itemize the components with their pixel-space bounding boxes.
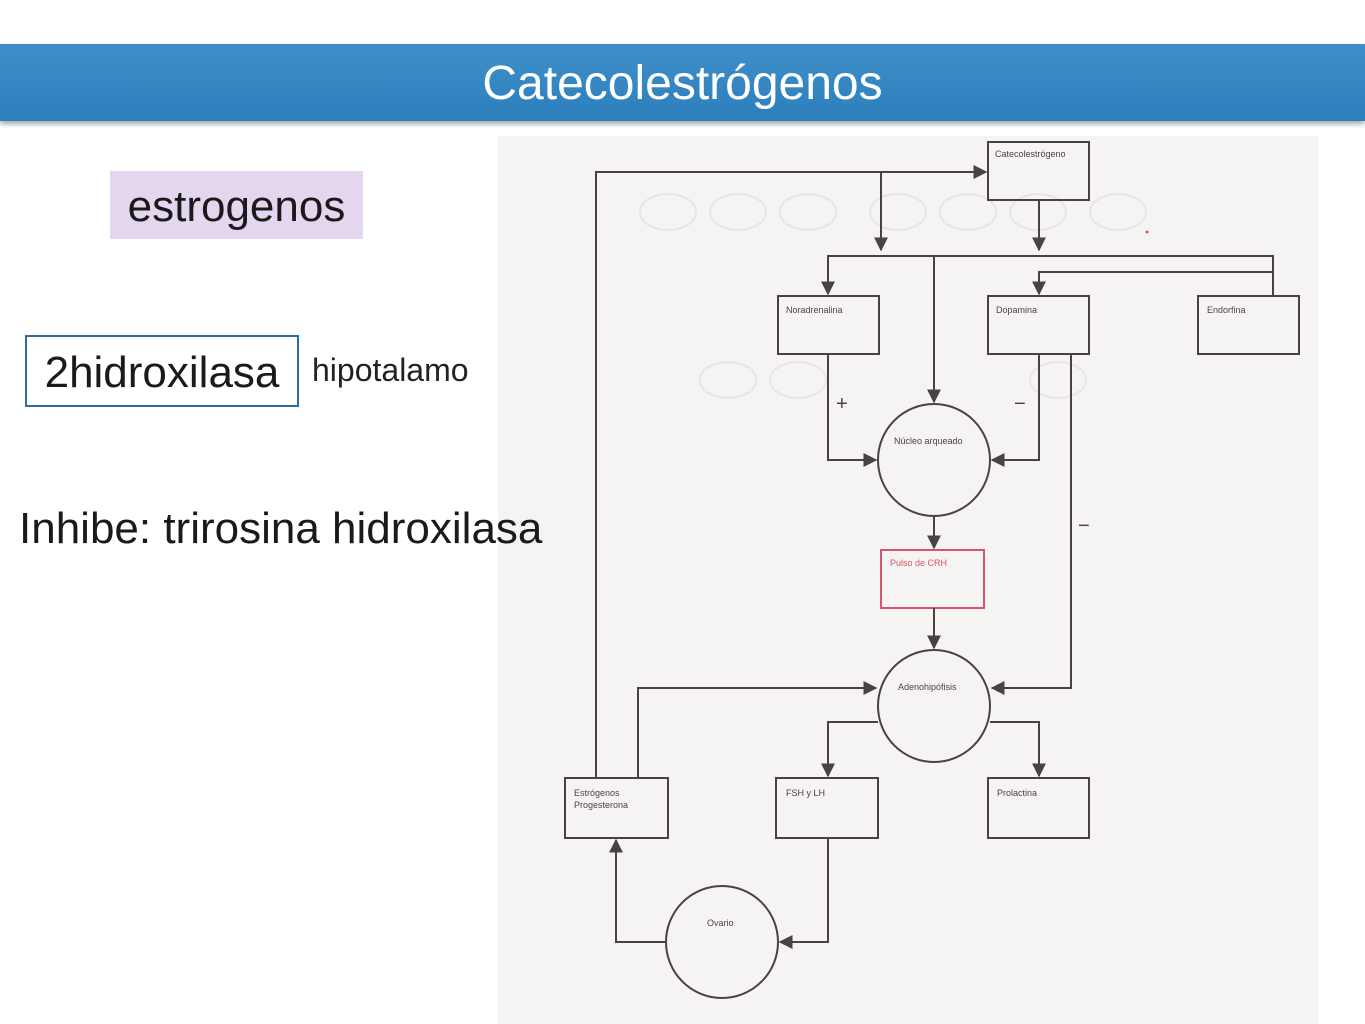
edge-adeno-to-fsh <box>821 721 878 778</box>
title-bar: Catecolestrógenos <box>0 44 1365 121</box>
label-ovario: Ovario <box>707 918 734 928</box>
edge-fsh-to-ovario <box>778 838 829 949</box>
edge-ovario-to-estrogenos <box>609 838 666 943</box>
label-endorfina: Endorfina <box>1207 305 1246 315</box>
sign-minus-dopamina: − <box>1014 393 1026 415</box>
label-dopamina: Dopamina <box>996 305 1037 315</box>
label-pulso-crh: Pulso de CRH <box>890 558 947 568</box>
label-prolactina: Prolactina <box>997 788 1037 798</box>
node-estrogenos-progesterona <box>564 777 669 839</box>
red-dot <box>1145 230 1149 234</box>
background-watermark <box>639 193 1147 399</box>
edge-estrogenos-to-adenohipofisis <box>637 681 878 778</box>
slide-title: Catecolestrógenos <box>482 57 883 110</box>
label-noradrenalina: Noradrenalina <box>786 305 843 315</box>
edge-noradrenalina-to-nucleo <box>827 354 878 467</box>
label-nucleo-arqueado: Núcleo arqueado <box>894 436 963 446</box>
label-estrogenos: Estrógenos <box>574 788 620 798</box>
hormone-pathway-diagram: Catecolestrógeno Noradrenalina Dopamina … <box>498 136 1318 1024</box>
sign-minus-side: − <box>1078 515 1090 537</box>
edge-dopamina-to-nucleo <box>990 354 1040 467</box>
node-adenohipofisis <box>877 649 991 763</box>
label-progesterona: Progesterona <box>574 800 628 810</box>
estrogenos-label: estrogenos <box>110 171 363 239</box>
node-pulso-crh <box>880 549 985 609</box>
label-catecolestrogeno: Catecolestrógeno <box>995 149 1066 159</box>
node-prolactina <box>987 777 1090 839</box>
hidroxilasa-box: 2hidroxilasa <box>25 335 299 407</box>
edge-dopamina-to-adenohipofisis <box>990 354 1072 695</box>
edge-endorfina-to-dopamina <box>1032 271 1274 296</box>
hipotalamo-label: hipotalamo <box>312 352 469 388</box>
edge-upper-bus <box>827 255 1274 296</box>
label-fsh-lh: FSH y LH <box>786 788 825 798</box>
inhibe-label: Inhibe: trirosina hidroxilasa <box>19 504 543 553</box>
edge-adeno-to-prolactina <box>990 721 1046 778</box>
edge-estrogenos-to-catecolestrogeno <box>595 165 988 778</box>
sign-plus: + <box>836 393 848 415</box>
node-fsh-lh <box>775 777 879 839</box>
node-ovario <box>665 885 779 999</box>
node-endorfina <box>1197 295 1300 355</box>
diagram-svg: Catecolestrógeno Noradrenalina Dopamina … <box>564 141 1300 999</box>
node-nucleo-arqueado <box>877 403 991 517</box>
label-adenohipofisis: Adenohipófisis <box>898 682 957 692</box>
